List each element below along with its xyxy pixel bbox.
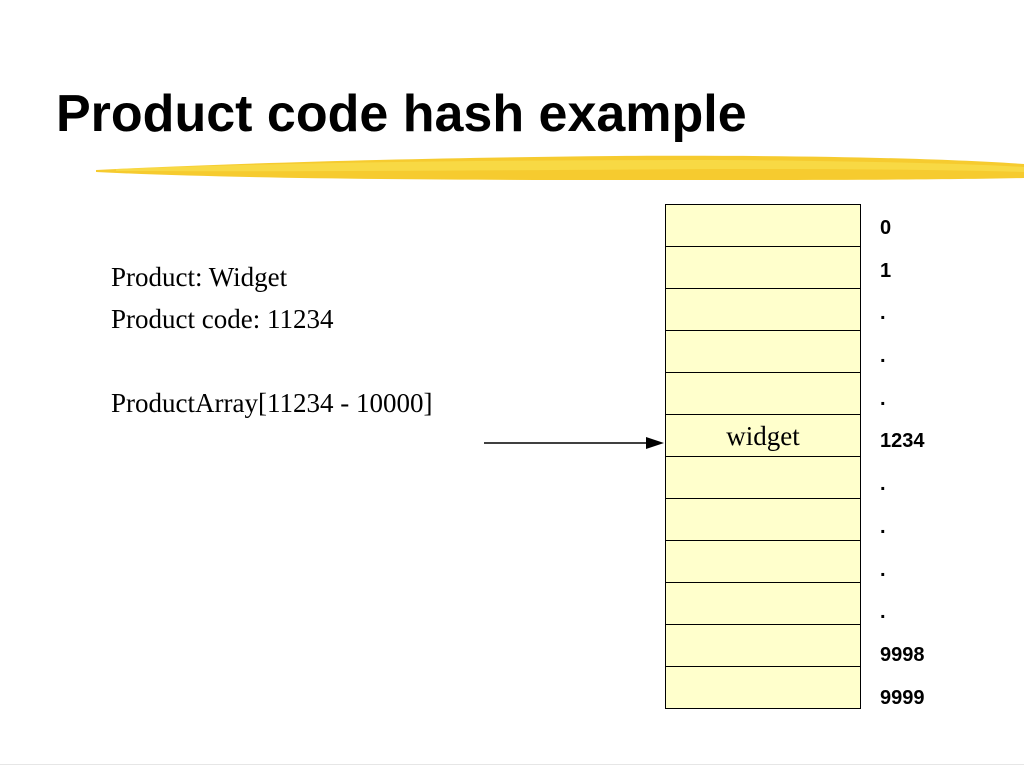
product-code-line: Product code: 11234 <box>111 304 334 334</box>
array-cell <box>665 204 861 247</box>
product-name-line: Product: Widget <box>111 262 288 292</box>
slide-title: Product code hash example <box>56 85 747 143</box>
index-label: 0 <box>880 217 892 239</box>
index-label: . <box>880 345 886 368</box>
array-cell <box>665 330 861 373</box>
array-cell <box>665 498 861 541</box>
array-cell <box>665 582 861 625</box>
pointer-arrow <box>484 437 664 449</box>
index-label: . <box>880 558 886 581</box>
array-access-line: ProductArray[11234 - 10000] <box>111 388 433 418</box>
index-label: 1234 <box>880 430 925 453</box>
array-cell <box>665 456 861 499</box>
array-cell <box>665 540 861 583</box>
index-label: 9998 <box>880 643 925 666</box>
bottom-divider <box>0 764 1024 765</box>
title-underline <box>96 155 1024 180</box>
array-cell <box>665 246 861 289</box>
array-cell-widget: widget <box>665 414 861 457</box>
index-label: . <box>880 515 886 538</box>
array-cell <box>665 666 861 709</box>
index-label: . <box>880 601 886 624</box>
array-cell <box>665 372 861 415</box>
spacer-line <box>111 340 432 382</box>
array-cell <box>665 288 861 331</box>
index-label: . <box>880 473 886 496</box>
product-array: widget <box>665 204 861 709</box>
index-label: 1 <box>880 259 892 282</box>
array-cell <box>665 624 861 667</box>
index-label: . <box>880 302 886 325</box>
index-label: . <box>880 387 886 410</box>
product-info: Product: Widget Product code: 11234 Prod… <box>111 256 432 424</box>
array-indices: 0 1 . . . 1234 . . . . 9998 9999 <box>880 207 925 719</box>
index-label: 9999 <box>880 686 925 709</box>
